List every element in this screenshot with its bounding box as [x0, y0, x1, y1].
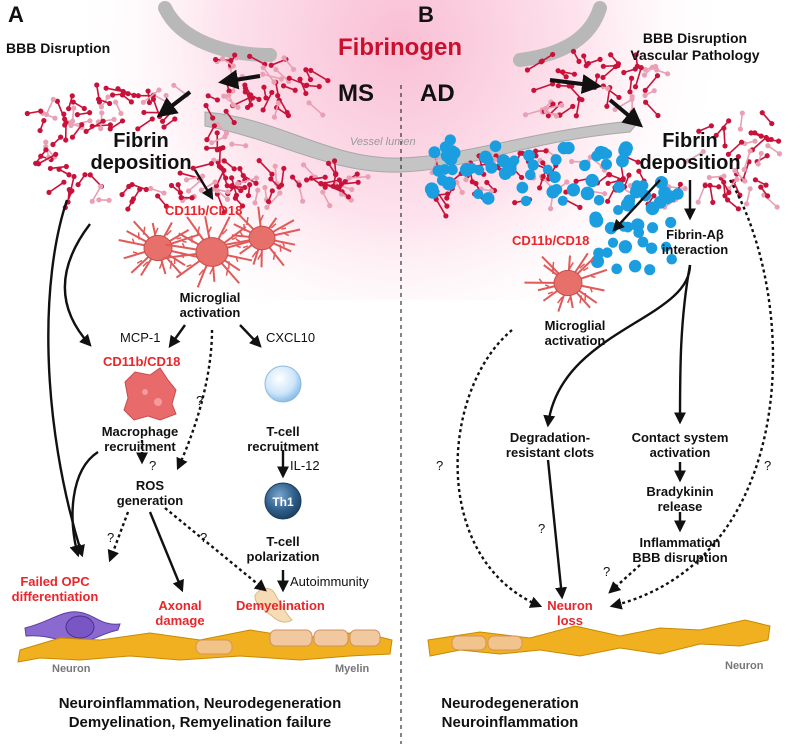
tcell-recruitment: T-cell recruitment [233, 424, 333, 454]
inflammation-bbb-disruption: Inflammation BBB disruption [610, 535, 750, 565]
microglial-a-line1: Microglial [150, 290, 270, 305]
failed-opc-differentiation: Failed OPC differentiation [0, 574, 110, 604]
axonal-line2: damage [140, 613, 220, 628]
footer-b-line2: Neuroinflammation [400, 713, 620, 732]
ad-label: AD [420, 80, 455, 108]
ros-line1: ROS [95, 478, 205, 493]
fibrin-deposition-b: Fibrin deposition [630, 130, 750, 174]
failed-opc-line1: Failed OPC [0, 574, 110, 589]
footer-b-line1: Neurodegeneration [400, 694, 620, 713]
il12-label: IL-12 [290, 458, 320, 473]
fibrin-abeta-interaction: Fibrin-Aβ interaction [645, 227, 745, 257]
panel-a-letter: A [8, 2, 24, 28]
neuron-loss: Neuron loss [535, 598, 605, 628]
cxcl10-label: CXCL10 [266, 330, 315, 345]
autoimmunity-label: Autoimmunity [290, 574, 369, 589]
question-opc: ? [107, 530, 114, 545]
opc-icon [25, 612, 120, 642]
fibrinogen-title: Fibrinogen [310, 34, 490, 62]
fibrin-deposition-a: Fibrin deposition [76, 130, 206, 174]
macrophage-line2: recruitment [80, 439, 200, 454]
degradation-line2: resistant clots [490, 445, 610, 460]
microglial-b-line1: Microglial [520, 318, 630, 333]
ms-label: MS [338, 80, 374, 108]
bbb-b-line1: BBB Disruption [590, 30, 800, 47]
tcell-rec-line1: T-cell [233, 424, 333, 439]
fibrin-a-line2: deposition [76, 152, 206, 174]
neuron-loss-line2: loss [535, 613, 605, 628]
footer-b: Neurodegeneration Neuroinflammation [400, 694, 620, 732]
footer-a-line1: Neuroinflammation, Neurodegeneration [0, 694, 400, 713]
fibrin-b-line1: Fibrin [630, 130, 750, 152]
fibrin-abeta-line2: interaction [645, 242, 745, 257]
microglial-activation-a: Microglial activation [150, 290, 270, 320]
demyelination-label: Demyelination [236, 598, 325, 613]
cd11b-microglia-a: CD11b/CD18 [165, 203, 242, 218]
t-cell-icon [265, 366, 301, 402]
question-clots: ? [538, 521, 545, 536]
question-inflammation: ? [603, 564, 610, 579]
neuron-loss-line1: Neuron [535, 598, 605, 613]
myelin-label: Myelin [335, 663, 369, 675]
degradation-resistant-clots: Degradation- resistant clots [490, 430, 610, 460]
ros-line2: generation [95, 493, 205, 508]
tcell-pol-line2: polarization [228, 549, 338, 564]
fibrin-abeta-line1: Fibrin-Aβ [645, 227, 745, 242]
bradykinin-line2: release [625, 499, 735, 514]
axonal-damage: Axonal damage [140, 598, 220, 628]
th1-cell-icon: Th1 [265, 483, 301, 519]
cd11b-b: CD11b/CD18 [512, 233, 589, 248]
question-ros: ? [196, 393, 203, 408]
cd11b-macrophage-a: CD11b/CD18 [103, 354, 180, 369]
question-demyelination: ? [200, 530, 207, 545]
microglial-b-line2: activation [520, 333, 630, 348]
question-right-b: ? [764, 458, 771, 473]
mcp1-label: MCP-1 [120, 330, 160, 345]
failed-opc-line2: differentiation [0, 589, 110, 604]
tcell-rec-line2: recruitment [233, 439, 333, 454]
macrophage-icon [124, 368, 176, 420]
tcell-polarization: T-cell polarization [228, 534, 338, 564]
question-macrophage-ros: ? [149, 458, 156, 473]
bbb-disruption-a: BBB Disruption [6, 40, 110, 56]
neuron-label-b: Neuron [725, 660, 764, 672]
footer-a-line2: Demyelination, Remyelination failure [0, 713, 400, 732]
bradykinin-release: Bradykinin release [625, 484, 735, 514]
axonal-line1: Axonal [140, 598, 220, 613]
contact-line1: Contact system [615, 430, 745, 445]
fibrin-b-line2: deposition [630, 152, 750, 174]
contact-line2: activation [615, 445, 745, 460]
ros-generation: ROS generation [95, 478, 205, 508]
inflammation-line1: Inflammation [610, 535, 750, 550]
bradykinin-line1: Bradykinin [625, 484, 735, 499]
inflammation-line2: BBB disruption [610, 550, 750, 565]
tcell-pol-line1: T-cell [228, 534, 338, 549]
degradation-line1: Degradation- [490, 430, 610, 445]
fibrin-a-line1: Fibrin [76, 130, 206, 152]
contact-system-activation: Contact system activation [615, 430, 745, 460]
bbb-b-line2: Vascular Pathology [590, 47, 800, 64]
neuron-label-a: Neuron [52, 663, 91, 675]
question-left-b: ? [436, 458, 443, 473]
footer-a: Neuroinflammation, Neurodegeneration Dem… [0, 694, 400, 732]
panel-b-letter: B [418, 2, 434, 28]
th1-label: Th1 [272, 495, 294, 509]
macrophage-recruitment: Macrophage recruitment [80, 424, 200, 454]
macrophage-line1: Macrophage [80, 424, 200, 439]
vessel-lumen-label: Vessel lumen [350, 136, 416, 148]
bbb-disruption-b: BBB Disruption Vascular Pathology [590, 30, 800, 64]
microglial-a-line2: activation [150, 305, 270, 320]
microglial-activation-b: Microglial activation [520, 318, 630, 348]
